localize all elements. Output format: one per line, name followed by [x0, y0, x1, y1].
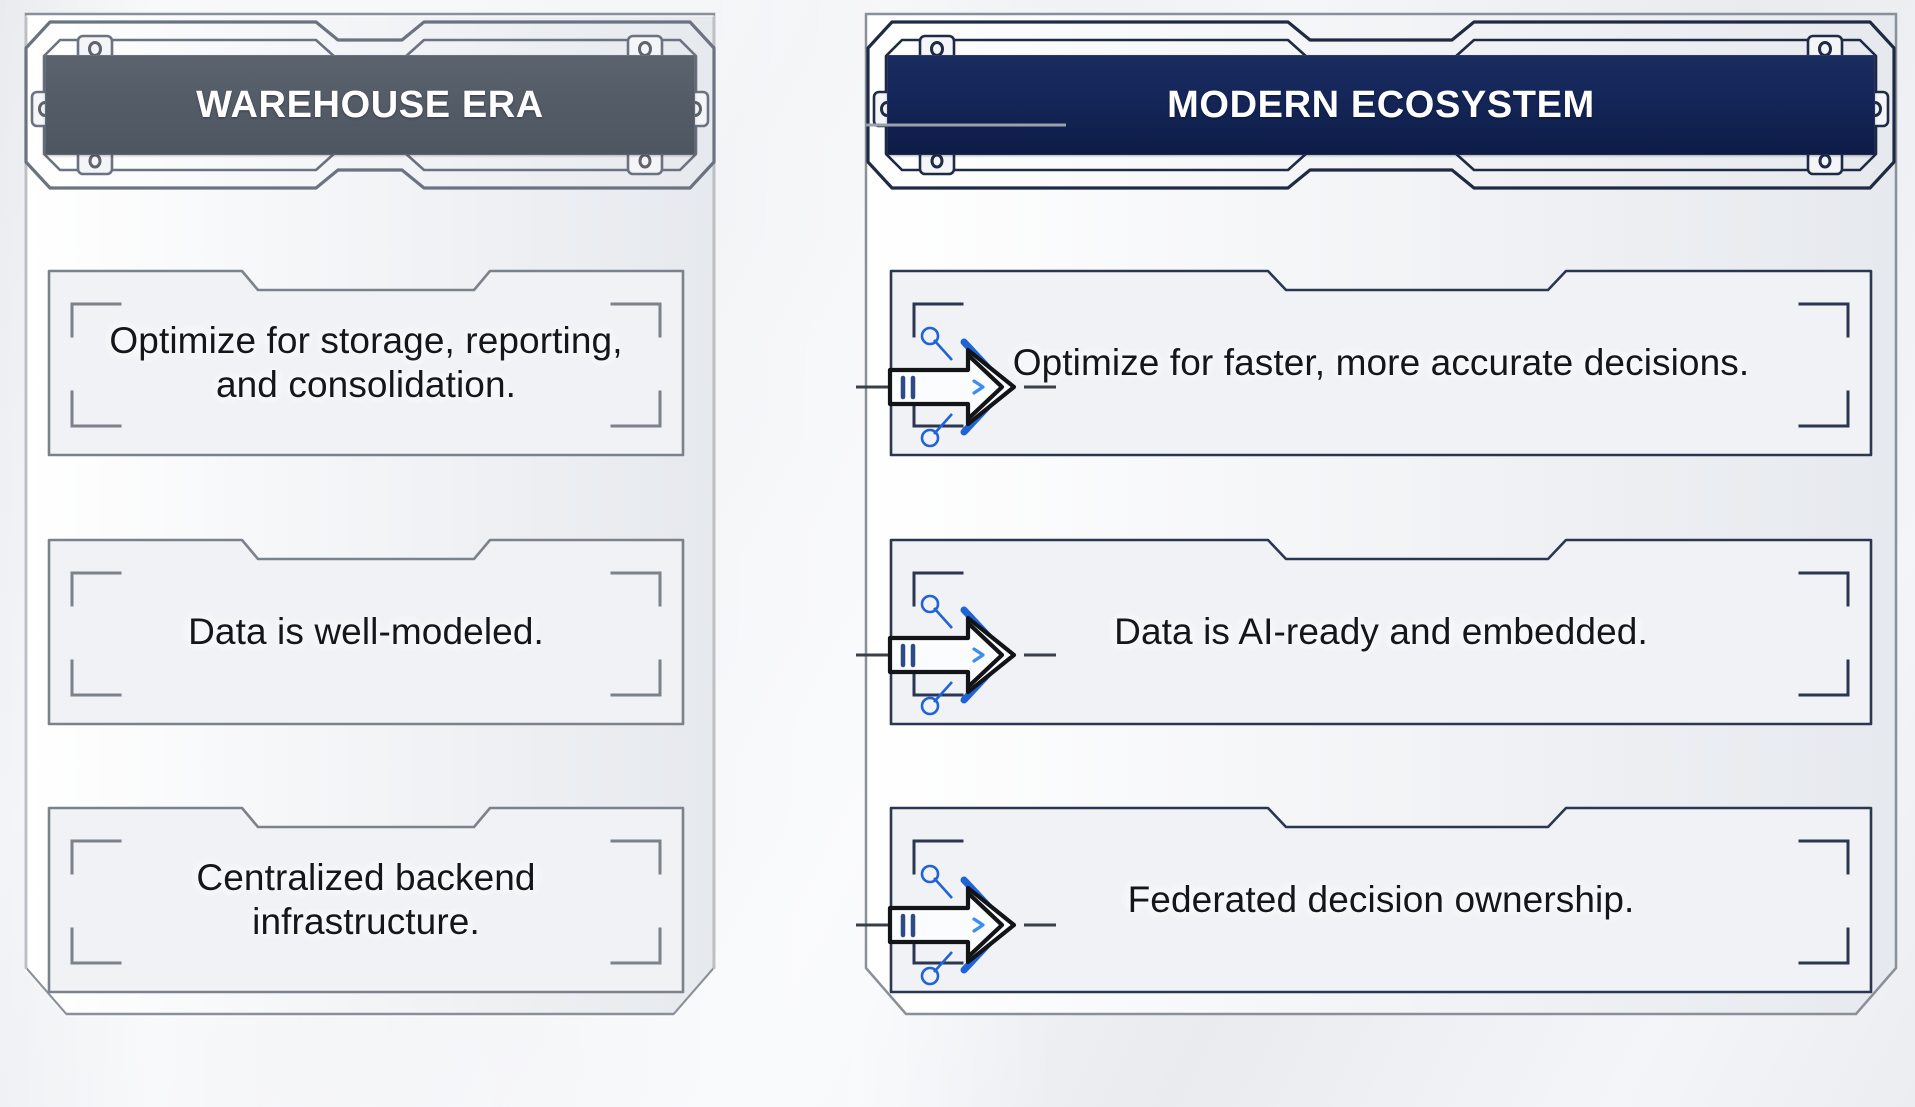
card-frame [47, 806, 685, 994]
card-frame [889, 269, 1873, 457]
header-bar-modern: MODERN ECOSYSTEM [887, 55, 1875, 155]
header-bar-warehouse: WAREHOUSE ERA [45, 55, 695, 155]
connector-arrow-1 [856, 322, 1056, 452]
header-link-line [866, 119, 1066, 131]
header-title-warehouse: WAREHOUSE ERA [196, 83, 544, 126]
panel-warehouse [14, 8, 726, 1098]
card-modern-2[interactable]: Federated decision ownership. [888, 805, 1874, 995]
card-modern-0[interactable]: Optimize for faster, more accurate decis… [888, 268, 1874, 458]
panel-frame-modern [864, 12, 1898, 1016]
card-frame [47, 269, 685, 457]
card-warehouse-1[interactable]: Data is well-modeled. [46, 537, 686, 727]
header-link-rule [866, 123, 1066, 127]
header-title-modern: MODERN ECOSYSTEM [1167, 83, 1595, 126]
card-frame [889, 806, 1873, 994]
card-modern-1[interactable]: Data is AI-ready and embedded. [888, 537, 1874, 727]
panel-modern [856, 8, 1906, 1098]
card-text: Optimize for faster, more accurate decis… [1012, 341, 1750, 383]
card-text: Data is AI-ready and embedded. [1114, 610, 1648, 652]
card-frame [889, 538, 1873, 726]
connector-arrow-3 [856, 860, 1056, 990]
connector-arrow-2 [856, 590, 1056, 720]
card-warehouse-0[interactable]: Optimize for storage, reporting, and con… [46, 268, 686, 458]
card-text: Centralized backend infrastructure. [196, 856, 536, 942]
card-warehouse-2[interactable]: Centralized backend infrastructure. [46, 805, 686, 995]
header-module-modern: MODERN ECOSYSTEM [858, 10, 1904, 200]
card-text: Data is well-modeled. [188, 610, 544, 652]
header-module-warehouse: WAREHOUSE ERA [16, 10, 724, 200]
card-text: Optimize for storage, reporting, and con… [109, 319, 623, 405]
card-text: Federated decision ownership. [1127, 878, 1635, 920]
panel-frame-warehouse [24, 12, 716, 1017]
double-chevron-arrow-icon [856, 326, 1056, 448]
card-frame [47, 538, 685, 726]
double-chevron-arrow-icon [856, 594, 1056, 716]
double-chevron-arrow-icon [856, 864, 1056, 986]
